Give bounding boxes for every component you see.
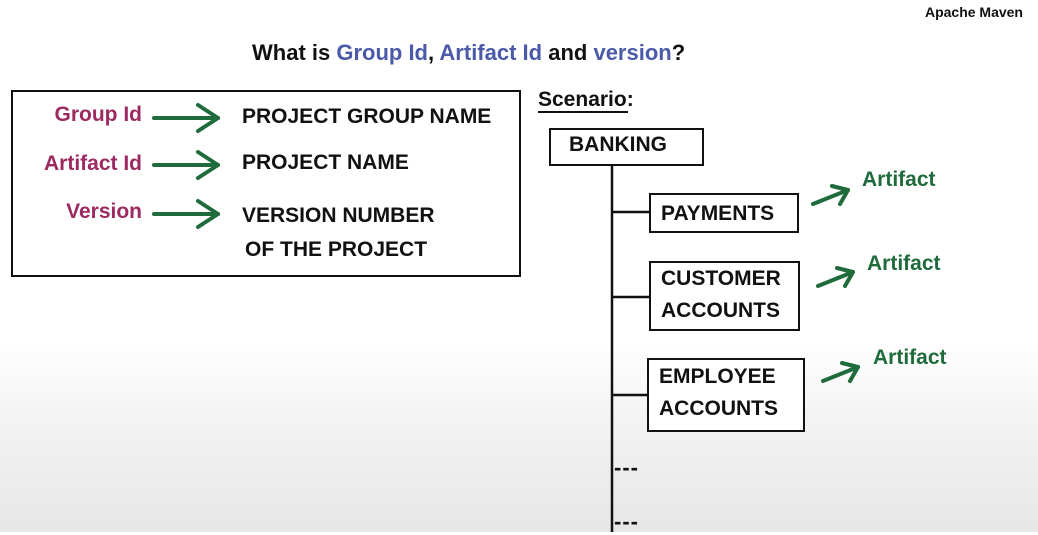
artifact-tag: Artifact <box>862 168 936 191</box>
tree-node-employee-accounts: EMPLOYEE ACCOUNTS <box>647 358 805 432</box>
brand-label: Apache Maven <box>924 4 1023 20</box>
tree-node-label: ACCOUNTS <box>661 299 780 322</box>
tree-node-root-label: BANKING <box>569 133 667 156</box>
more-items-ellipsis: --- <box>614 455 639 480</box>
title-group-id: Group Id <box>336 40 428 65</box>
tree-node-label: EMPLOYEE <box>659 365 776 388</box>
title-and: and <box>542 40 594 65</box>
scenario-heading-text: Scenario: <box>538 88 634 111</box>
tree-node-customer-accounts: CUSTOMER ACCOUNTS <box>649 261 800 331</box>
tree-node-label: CUSTOMER <box>661 267 781 290</box>
definition-value-artifact-id: PROJECT NAME <box>242 151 409 174</box>
definition-value-version-line2: OF THE PROJECT <box>245 238 428 261</box>
tree-node-label: ACCOUNTS <box>659 397 778 420</box>
scenario-heading: Scenario: <box>538 88 634 113</box>
title-prefix: What is <box>252 40 337 65</box>
definitions-box <box>11 90 521 277</box>
tree-node-root: BANKING <box>549 128 704 166</box>
artifact-tag: Artifact <box>873 346 947 369</box>
definition-value-group-id: PROJECT GROUP NAME <box>242 105 492 128</box>
tree-node-label: PAYMENTS <box>661 202 775 225</box>
artifact-tag: Artifact <box>867 252 941 275</box>
title-version: version <box>593 40 672 65</box>
arrow-right-icon <box>152 103 220 133</box>
page-title: What is Group Id, Artifact Id and versio… <box>252 40 685 66</box>
definition-label-artifact-id: Artifact Id <box>43 152 142 175</box>
definition-label-version: Version <box>66 200 142 223</box>
title-artifact-id: Artifact Id <box>439 40 543 65</box>
more-items-ellipsis: --- <box>614 509 639 534</box>
arrow-right-icon <box>152 199 220 229</box>
definition-label-group-id: Group Id <box>54 103 143 126</box>
definition-value-version-line1: VERSION NUMBER <box>242 204 435 227</box>
title-suffix: ? <box>671 40 686 65</box>
arrow-right-icon <box>152 150 220 180</box>
tree-node-payments: PAYMENTS <box>649 193 799 233</box>
title-comma: , <box>428 40 440 65</box>
